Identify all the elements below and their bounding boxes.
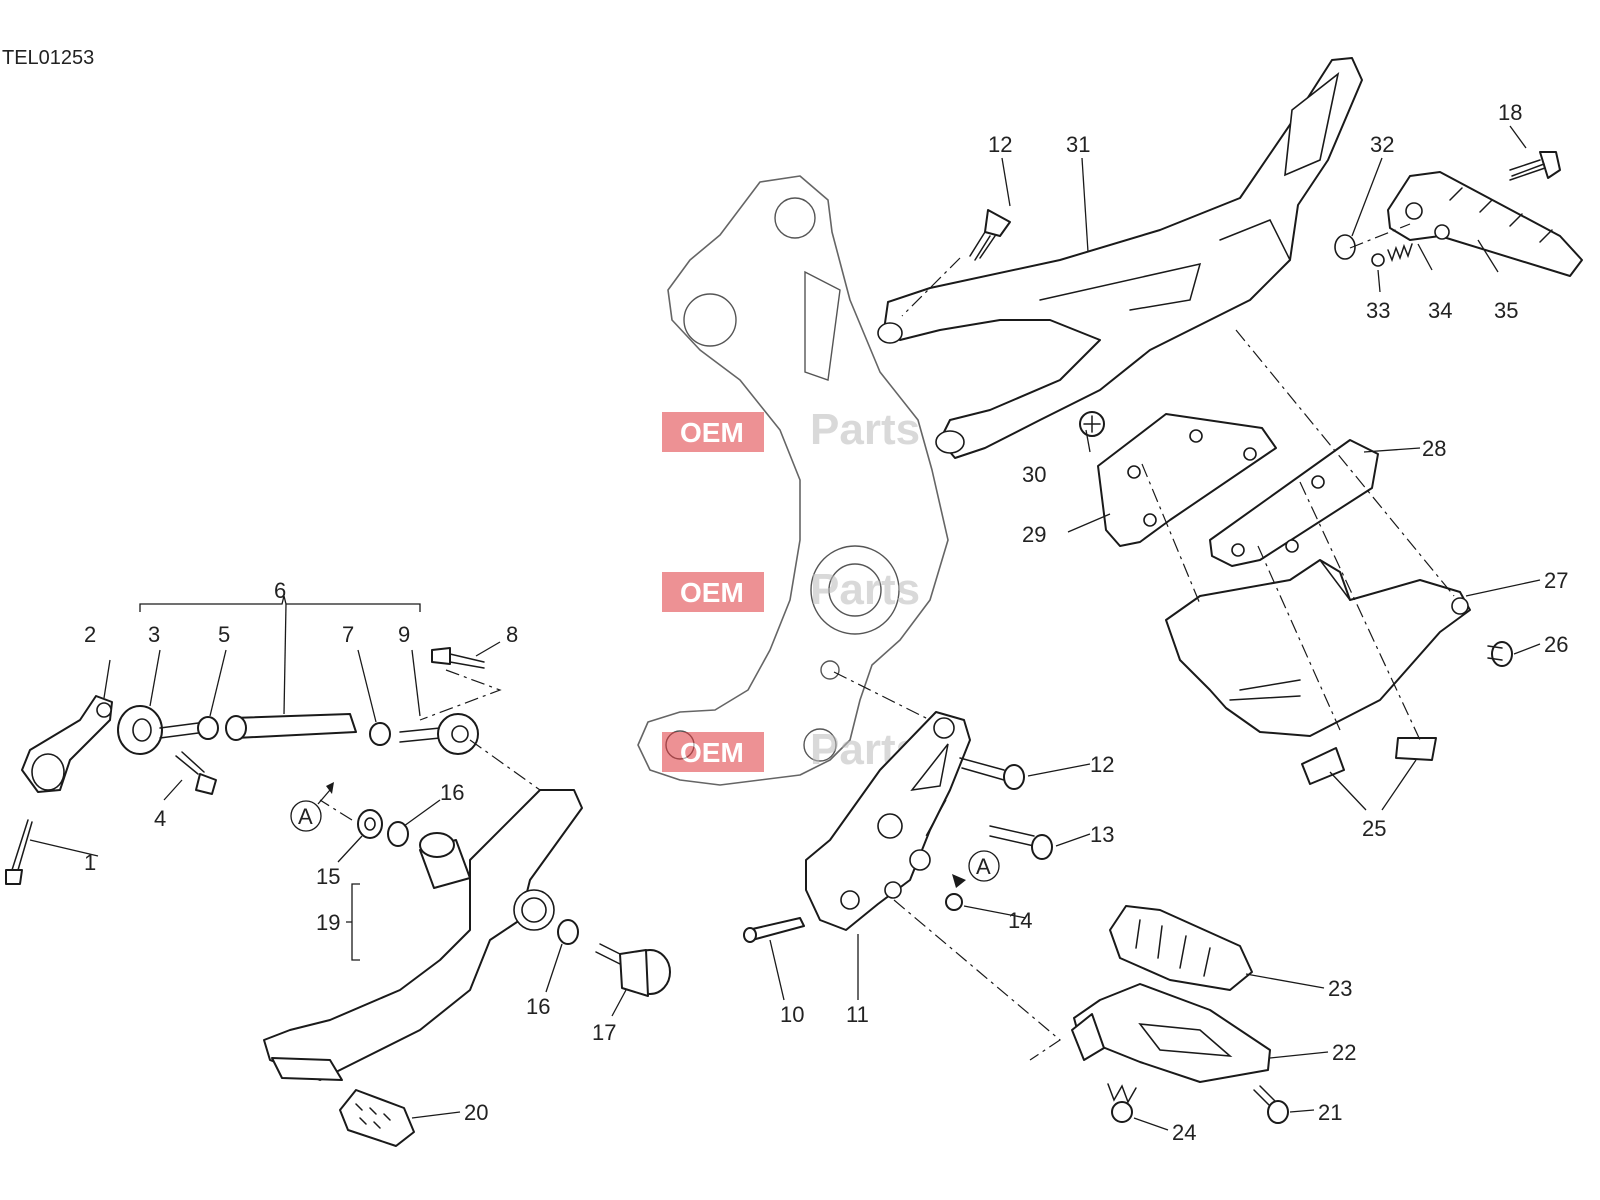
callout-25: 25: [1362, 816, 1386, 841]
fastener-30: [1079, 411, 1105, 437]
foot-lever: [263, 789, 671, 1147]
spring-34: [1387, 243, 1413, 263]
callout-9: 9: [398, 622, 410, 647]
callout-13: 13: [1090, 822, 1114, 847]
callout-19: 19: [316, 910, 340, 935]
footpeg-rubber-23: [1109, 905, 1253, 991]
callout-33: 33: [1366, 298, 1390, 323]
callout-26: 26: [1544, 632, 1568, 657]
callout-11: 11: [846, 1002, 869, 1027]
assembly-lines: [319, 223, 1455, 1061]
callout-34: 34: [1428, 298, 1452, 323]
reference-marker-label: A: [976, 854, 991, 879]
rider-footpeg: [1387, 171, 1583, 277]
reference-marker-left: A: [290, 782, 334, 832]
callout-3: 3: [148, 622, 160, 647]
callout-4: 4: [154, 806, 166, 831]
screw-13: [989, 825, 1053, 860]
spring-24: [1107, 1083, 1137, 1123]
screw-12-top: [969, 209, 1011, 261]
callout-35: 35: [1494, 298, 1518, 323]
watermark-parts: Parts: [810, 405, 920, 454]
callout-labels: 1 2 3 4 5 6 7 8 9 10 11 12 12 13 14 15 1…: [84, 100, 1568, 1145]
ball-33: [1371, 253, 1385, 267]
callout-30: 30: [1022, 462, 1046, 487]
watermark-oem: OEM: [680, 577, 744, 608]
callout-15: 15: [316, 864, 340, 889]
callout-29: 29: [1022, 522, 1046, 547]
callout-27: 27: [1544, 568, 1568, 593]
shift-linkage: [5, 595, 485, 885]
callout-12-front: 12: [1090, 752, 1114, 777]
leader-lines: [29, 125, 1541, 1131]
drawing-code: TEL01253: [2, 47, 94, 69]
callout-2: 2: [84, 622, 96, 647]
callout-5: 5: [218, 622, 230, 647]
callout-17: 17: [592, 1020, 616, 1045]
watermark-oem: OEM: [680, 737, 744, 768]
washer-32: [1334, 234, 1356, 260]
callout-31: 31: [1066, 132, 1090, 157]
callout-6: 6: [274, 578, 286, 603]
callout-32: 32: [1370, 132, 1394, 157]
screw-12-front: [959, 757, 1025, 790]
pin-18: [1509, 151, 1561, 181]
bracket-19: [346, 883, 360, 961]
callout-24: 24: [1172, 1120, 1196, 1145]
bolt-26: [1487, 641, 1513, 667]
frame-bracket: [637, 175, 949, 786]
callout-28: 28: [1422, 436, 1446, 461]
callout-18: 18: [1498, 100, 1522, 125]
screw-21: [1253, 1085, 1289, 1124]
rubber-pads-25: [1301, 737, 1437, 785]
watermark-oem: OEM: [680, 417, 744, 448]
callout-8: 8: [506, 622, 518, 647]
rear-footrest-bracket: [877, 57, 1363, 459]
callout-10: 10: [780, 1002, 804, 1027]
callout-16-bottom: 16: [526, 994, 550, 1019]
watermark-middle: OEM Parts: [662, 565, 920, 614]
callout-21: 21: [1318, 1100, 1342, 1125]
watermark-parts: Parts: [810, 565, 920, 614]
callout-1: 1: [84, 850, 96, 875]
callout-14: 14: [1008, 908, 1032, 933]
watermark-top: OEM Parts: [662, 405, 920, 454]
reference-marker-label: A: [298, 804, 313, 829]
front-footpeg: [1071, 983, 1271, 1083]
callout-12-top: 12: [988, 132, 1012, 157]
callout-20: 20: [464, 1100, 488, 1125]
callout-23: 23: [1328, 976, 1352, 1001]
callout-16-top: 16: [440, 780, 464, 805]
callout-22: 22: [1332, 1040, 1356, 1065]
clip-14: [945, 893, 963, 911]
heel-guard: [1097, 413, 1471, 737]
reference-marker-right: A: [952, 850, 1000, 888]
pin-10: [743, 917, 805, 943]
callout-7: 7: [342, 622, 354, 647]
